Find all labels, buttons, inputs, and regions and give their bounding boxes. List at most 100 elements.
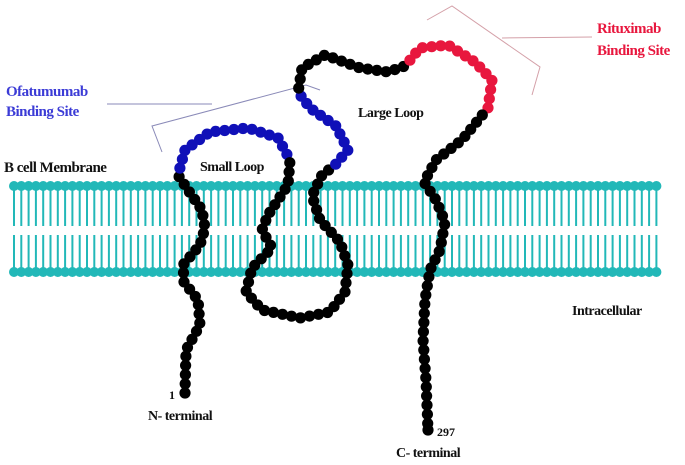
ofatumumab-residue-bead — [263, 129, 275, 141]
residue-bead — [178, 276, 190, 288]
residue-bead — [417, 335, 429, 347]
residue-bead — [417, 326, 429, 338]
residue-bead — [294, 312, 307, 324]
residue-bead — [423, 271, 435, 283]
residue-bead — [344, 58, 356, 70]
rituximab-label-line2: Binding Site — [597, 43, 670, 59]
ofatumumab-residue-bead — [228, 123, 240, 136]
residue-bead — [294, 73, 306, 85]
residue-bead — [418, 307, 430, 319]
ofatumumab-residue-bead — [210, 125, 222, 137]
residue-bead — [303, 310, 316, 322]
large-loop-label: Large Loop — [358, 106, 424, 121]
residue-bead — [429, 193, 441, 205]
residue-bead — [425, 262, 437, 274]
residue-bead — [420, 381, 432, 393]
residue-bead — [421, 399, 433, 411]
residue-bead — [419, 298, 431, 310]
residue-bead — [180, 359, 192, 371]
residue-bead — [433, 201, 445, 213]
ofatumumab-residue-bead — [281, 148, 293, 160]
residue-bead — [197, 227, 209, 240]
ofatumumab-residue-bead — [255, 126, 267, 138]
binding-site-brackets — [107, 5, 593, 153]
residue-bead — [242, 276, 255, 288]
residue-bead — [308, 186, 320, 198]
residue-bead — [276, 308, 289, 320]
residue-bead — [179, 369, 191, 381]
ofatumumab-residue-bead — [174, 162, 186, 174]
rituximab-residue-bead — [483, 93, 495, 105]
residue-bead — [421, 390, 433, 402]
rituximab-residue-bead — [426, 41, 438, 53]
residue-bead — [421, 280, 433, 292]
residue-bead — [420, 372, 432, 384]
residue-bead — [179, 387, 191, 399]
intracellular-label: Intracellular — [572, 304, 642, 319]
rituximab-residue-bead — [486, 74, 498, 87]
residue-bead — [389, 64, 401, 76]
ofatumumab-residue-bead — [237, 122, 249, 135]
residue-bead — [342, 258, 354, 271]
residue-bead — [362, 63, 374, 75]
residue-bead — [194, 317, 206, 329]
residue-bead — [293, 82, 305, 94]
ofatumumab-label-line1: Ofatumumab — [6, 84, 88, 100]
residue-bead — [437, 228, 449, 240]
rituximab-label-line1: Rituximab — [597, 21, 661, 37]
residue-bead — [435, 237, 447, 249]
residue-bead — [422, 424, 434, 436]
residue-bead — [283, 166, 295, 178]
residue-bead — [258, 304, 271, 317]
residue-bead — [195, 236, 207, 248]
ofatumumab-residue-bead — [201, 128, 213, 140]
residue-bead — [312, 308, 325, 320]
residue-bead — [285, 310, 298, 322]
residue-bead — [197, 209, 209, 222]
residue-bead — [339, 286, 351, 298]
residue-bead — [198, 219, 210, 231]
residue-bead — [371, 64, 383, 76]
residue-bead — [260, 214, 272, 227]
residue-bead — [180, 350, 192, 362]
ofatumumab-residue-bead — [176, 153, 188, 165]
rituximab-residue-bead — [435, 40, 447, 52]
residue-bead — [436, 210, 449, 222]
residue-bead — [284, 157, 296, 169]
residue-bead — [312, 178, 324, 190]
residue-bead — [308, 195, 320, 207]
residue-bead — [173, 171, 185, 183]
residue-bead — [418, 353, 430, 365]
ofatumumab-label-line2: Binding Site — [6, 104, 79, 120]
residue-bead — [380, 66, 392, 78]
residue-bead — [267, 306, 280, 318]
residue-bead — [429, 254, 441, 266]
residue-bead — [418, 316, 430, 329]
protein-chain — [173, 40, 498, 436]
n-terminal-label: N- terminal — [148, 409, 213, 424]
ofatumumab-residue-bead — [246, 123, 258, 135]
residue-bead — [318, 49, 330, 62]
residue-bead — [311, 204, 323, 216]
residue-bead — [420, 289, 432, 301]
residue-bead — [313, 212, 326, 224]
residue-bead — [177, 267, 190, 279]
residue-297-label: 297 — [437, 425, 455, 439]
membrane-label: B cell Membrane — [4, 160, 107, 176]
residue-bead — [327, 52, 339, 64]
residue-1-label: 1 — [169, 388, 175, 402]
residue-bead — [335, 55, 348, 67]
lipid-bilayer — [9, 181, 662, 277]
residue-bead — [193, 308, 205, 320]
residue-bead — [340, 277, 352, 289]
residue-bead — [341, 268, 353, 280]
residue-bead — [339, 250, 351, 262]
small-loop-label: Small Loop — [200, 160, 264, 175]
ofatumumab-bracket — [151, 84, 321, 153]
residue-bead — [439, 218, 451, 231]
residue-bead — [418, 344, 430, 356]
rituximab-leader — [501, 36, 593, 39]
c-terminal-label: C- terminal — [396, 446, 461, 461]
residue-bead — [179, 378, 191, 390]
